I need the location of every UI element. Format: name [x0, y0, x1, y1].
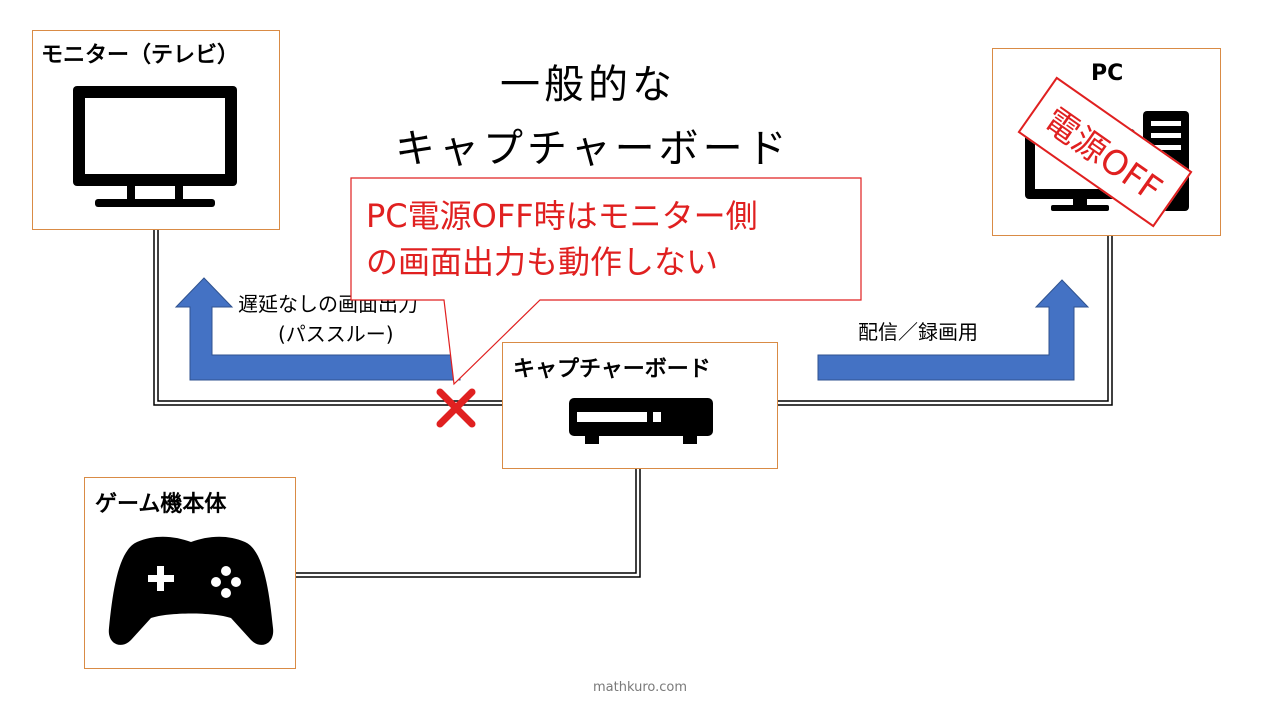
capture-board-node: キャプチャーボード [502, 342, 778, 469]
monitor-node: モニター（テレビ） [32, 30, 280, 230]
passthrough-label-line2: (パススルー) [278, 318, 394, 347]
tv-icon [73, 86, 237, 207]
pc-label: PC [1091, 61, 1124, 86]
stream-arrow [817, 279, 1090, 381]
alert-callout-line2: の画面出力も動作しない [366, 243, 719, 281]
monitor-label: モニター（テレビ） [41, 43, 240, 68]
diagram-title-line2: キャプチャーボード [395, 126, 791, 172]
cable-monitor-capture [153, 230, 502, 406]
gamepad-icon [108, 536, 274, 645]
disconnect-x-icon [436, 388, 476, 428]
capture-board-label: キャプチャーボード [513, 357, 711, 382]
game-console-node: ゲーム機本体 [84, 477, 296, 669]
game-console-label: ゲーム機本体 [95, 492, 227, 517]
stream-label: 配信／録画用 [858, 320, 978, 344]
diagram-title-line1: 一般的な [500, 62, 676, 108]
site-footer: mathkuro.com [592, 680, 687, 695]
alert-callout-line1: PC電源OFF時はモニター側 [366, 197, 758, 235]
capture-device-icon [569, 398, 713, 444]
passthrough-arrow [174, 277, 461, 381]
cable-game-capture [296, 469, 641, 578]
cable-capture-pc [778, 236, 1113, 406]
